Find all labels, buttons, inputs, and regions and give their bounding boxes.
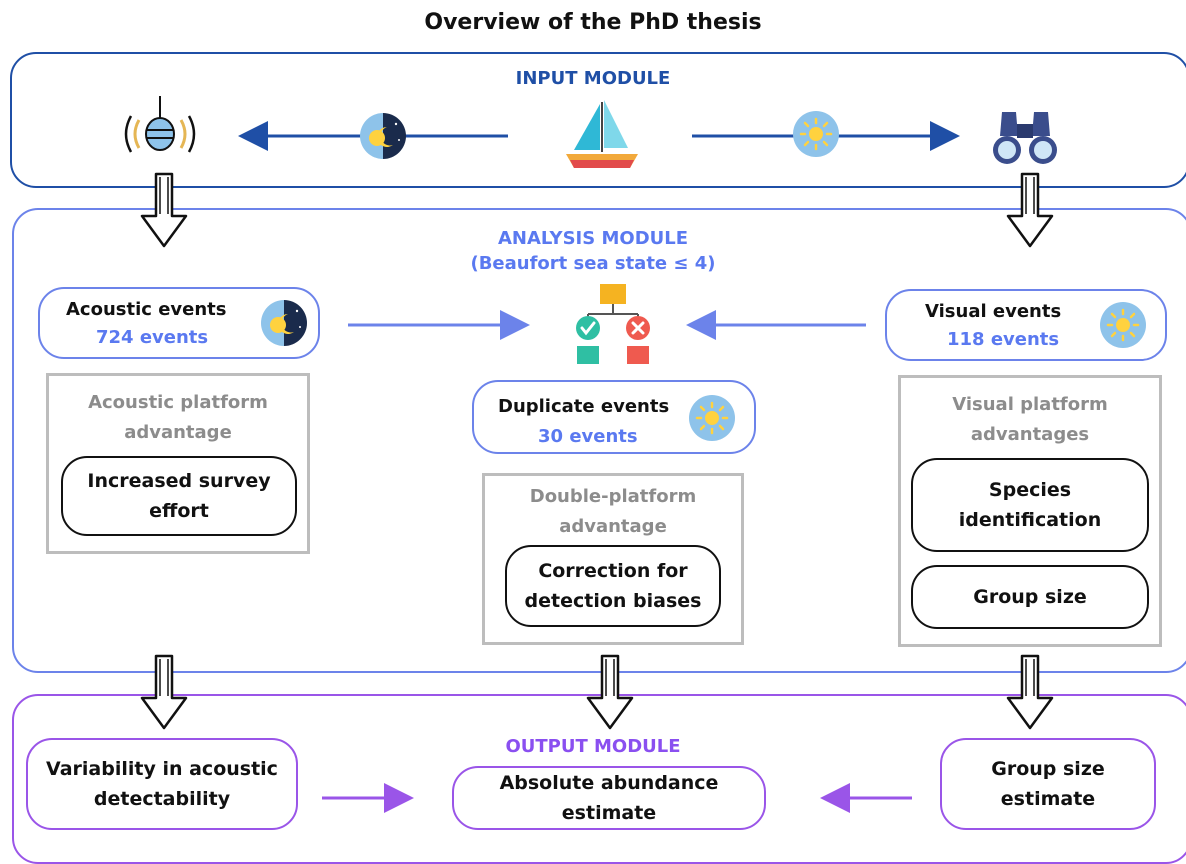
visual-events-box: Visual events 118 events <box>885 289 1167 361</box>
acoustic-advantage-panel: Acoustic platform advantage Increased su… <box>46 373 310 554</box>
sun-icon <box>1098 300 1148 350</box>
analysis-module-frame <box>12 208 1186 673</box>
advantage-item: Group size <box>911 565 1149 629</box>
visual-events-count: 118 events <box>947 329 1060 350</box>
visual-advantage-title: Visual platform advantages <box>952 394 1108 445</box>
analysis-module-label: ANALYSIS MODULE <box>497 228 689 249</box>
day-night-icon <box>357 110 409 162</box>
visual-advantage-panel: Visual platform advantages Species ident… <box>898 375 1162 647</box>
flow-arrow-visual-output <box>1006 654 1054 730</box>
acoustic-advantage-title: Acoustic platform advantage <box>88 392 268 443</box>
decision-flow-icon <box>576 284 650 364</box>
sun-icon <box>687 393 737 443</box>
day-night-icon <box>258 297 310 349</box>
sailboat-icon <box>566 100 638 168</box>
double-advantage-title: Double-platform advantage <box>529 486 697 537</box>
flow-arrow-double-output <box>586 654 634 730</box>
visual-events-label: Visual events <box>925 301 1062 322</box>
visual-to-decision-arrow <box>686 310 866 340</box>
diagram-title: Overview of the PhD thesis <box>424 10 762 35</box>
flow-arrow-acoustic-output <box>140 654 188 730</box>
output-arrow-left-to-center <box>322 783 414 813</box>
acoustic-events-box: Acoustic events 724 events <box>38 287 320 359</box>
advantage-item: Correction for detection biases <box>505 545 721 627</box>
binoculars-icon <box>993 112 1057 164</box>
output-group-box: Group size estimate <box>940 738 1156 830</box>
duplicate-events-label: Duplicate events <box>498 396 670 417</box>
analysis-module-title: ANALYSIS MODULE (Beaufort sea state ≤ 4) <box>0 226 1186 276</box>
analysis-module-sublabel: (Beaufort sea state ≤ 4) <box>470 253 716 274</box>
output-arrow-right-to-center <box>820 783 912 813</box>
sun-icon <box>791 109 841 159</box>
flow-arrow-visual-down <box>1006 172 1054 248</box>
flow-arrow-acoustic-down <box>140 172 188 248</box>
input-module-title: INPUT MODULE <box>515 68 671 89</box>
advantage-item: Species identification <box>911 458 1149 552</box>
advantage-item: Increased survey effort <box>61 456 297 536</box>
duplicate-events-box: Duplicate events 30 events <box>472 380 756 454</box>
acoustic-to-decision-arrow <box>348 310 530 340</box>
acoustic-events-label: Acoustic events <box>66 299 227 320</box>
hydrophone-icon <box>124 96 196 153</box>
duplicate-events-count: 30 events <box>538 426 638 447</box>
output-acoustic-box: Variability in acoustic detectability <box>26 738 298 830</box>
output-abundance-box: Absolute abundance estimate <box>452 766 766 830</box>
double-advantage-panel: Double-platform advantage Correction for… <box>482 473 744 645</box>
output-module-title: OUTPUT MODULE <box>505 736 681 757</box>
acoustic-events-count: 724 events <box>96 327 209 348</box>
input-module-frame <box>10 52 1186 188</box>
